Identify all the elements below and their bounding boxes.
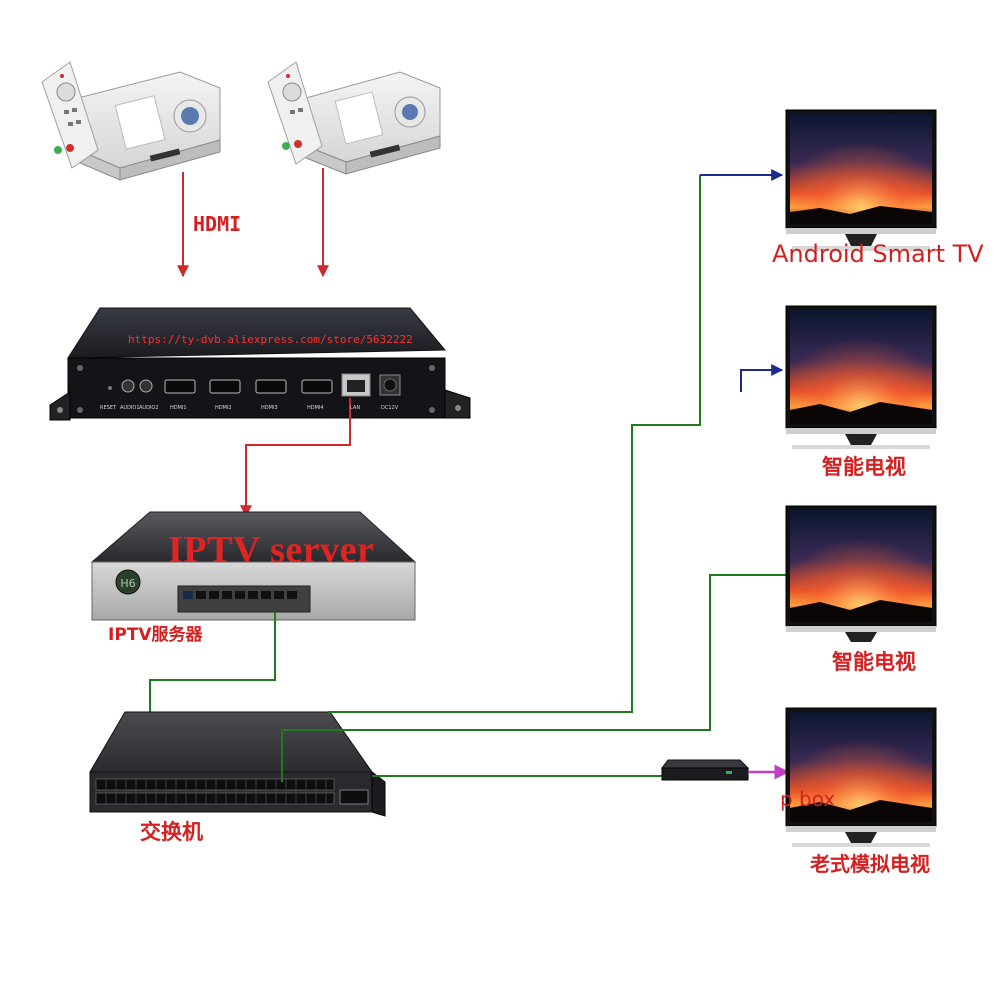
port-label-audio2: AUDIO2 (139, 405, 159, 411)
network-switch (90, 712, 385, 816)
set-top-box-small (662, 760, 748, 780)
port-label-hdmi3: HDMI3 (261, 405, 278, 411)
port-label-hdmi2: HDMI2 (215, 405, 232, 411)
server-lan-ports (183, 591, 297, 599)
iptv-server-cn-label: IPTV服务器 (108, 620, 203, 645)
audio2-jack (140, 380, 152, 392)
old-analog-tv (786, 708, 936, 847)
port-label-dc12v: DC12V (381, 405, 398, 411)
old-analog-tv-label: 老式模拟电视 (810, 848, 930, 877)
smart-tv-1 (786, 306, 936, 449)
port-label-hdmi4: HDMI4 (307, 405, 324, 411)
hdmi-encoder (50, 308, 470, 420)
smart-tv-2 (786, 506, 936, 642)
arrow-to-smart-tv-1 (741, 370, 782, 392)
iptv-server-title: IPTV server (168, 528, 374, 572)
port-label-audio1: AUDIO1 (120, 405, 140, 411)
port-label-hdmi1: HDMI1 (170, 405, 187, 411)
hdmi4-port (302, 380, 332, 393)
hdmi-label: HDMI (193, 212, 241, 236)
hdmi1-port (165, 380, 195, 393)
hdmi2-port (210, 380, 240, 393)
audio1-jack (122, 380, 134, 392)
smart-tv-2-label: 智能电视 (832, 646, 916, 676)
cable-switch-to-android-tv (328, 175, 700, 712)
source-set-top-box-1 (42, 62, 220, 180)
smart-tv-1-label: 智能电视 (822, 451, 906, 481)
switch-label: 交换机 (140, 816, 203, 846)
port-label-lan: LAN (350, 405, 360, 411)
android-smart-tv-label: Android Smart TV (772, 240, 984, 268)
android-smart-tv (786, 110, 936, 251)
store-url-watermark: https://ty-dvb.aliexpress.com/store/5632… (128, 333, 413, 346)
server-badge: H6 (120, 577, 135, 590)
port-label-reset: RESET (100, 405, 116, 411)
set-top-box-partial-label: p box (780, 787, 835, 811)
hdmi3-port (256, 380, 286, 393)
source-set-top-box-2 (268, 62, 440, 174)
